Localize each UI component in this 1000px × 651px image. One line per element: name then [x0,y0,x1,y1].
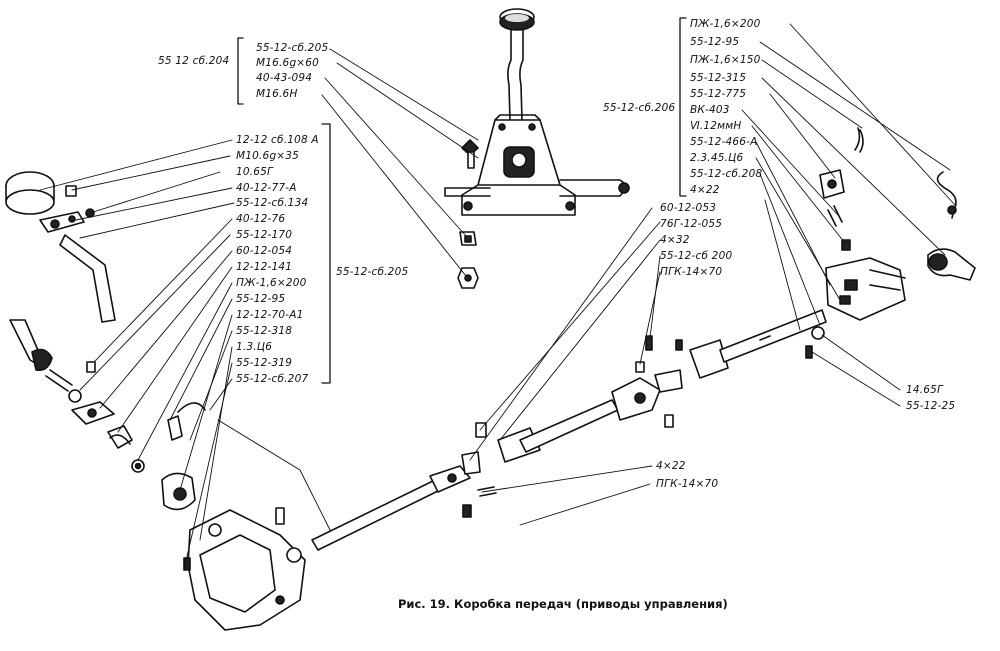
figure-caption: Рис. 19. Коробка передач (приводы управл… [398,597,728,611]
part-label: 55-12-сб.205 [256,42,329,54]
part-label: 12-12 сб.108 А [236,134,319,146]
part-label: 55-12-775 [690,88,747,100]
part-label: 55-12-сб.208 [690,168,763,180]
part-label: 55-12-25 [906,400,956,412]
part-label: 40-12-77-А [236,182,297,194]
part-label: 40-12-76 [236,213,286,225]
spring-wire [855,128,956,218]
part-label: ПГК-14×70 [656,478,719,490]
part-label: 55-12-сб 200 [660,250,733,262]
main-shaft [312,423,496,550]
part-label: 76Г-12-055 [660,218,723,230]
part-label: 55-12-сб.207 [236,373,309,385]
part-label: М10.6g×35 [236,150,300,162]
group-label-205: 55-12-сб.205 [336,266,409,278]
part-label: 60-12-053 [660,202,717,214]
group-label-206: 55-12-сб.206 [603,102,676,114]
part-label: 12-12-141 [236,261,293,273]
part-label: ПЖ-1,6×200 [690,18,761,30]
left-small-parts [72,362,205,509]
part-label: 55-12-315 [690,72,747,84]
bottom-left-bracket [184,508,305,630]
part-label: 4×32 [660,234,690,246]
leader-lines [40,24,955,565]
part-label: 10.65Г [236,166,274,178]
part-label: ПГК-14×70 [660,266,723,278]
group-label-204: 55 12 сб.204 [158,55,230,67]
part-label: 14.65Г [906,384,944,396]
middle-universal-joint [498,336,682,462]
group-brackets [238,18,686,383]
part-label: 55-12-95 [236,293,286,305]
part-label: 4×22 [656,460,686,472]
shift-lever-housing [445,9,629,215]
part-label: 55-12-319 [236,357,293,369]
part-label: 4×22 [690,184,720,196]
part-label: М16.6Н [256,88,298,100]
part-label: ПЖ-1,6×150 [690,54,761,66]
part-label: 2.3.45.Ц6 [690,152,744,164]
part-label: 1.3.Ц6 [236,341,273,353]
nut-and-washer [458,232,478,288]
part-label: ПЖ-1,6×200 [236,277,307,289]
right-bracket-assembly [820,170,975,320]
part-label: 55-12-95 [690,36,740,48]
part-label: 60-12-054 [236,245,293,257]
part-label: Ⅵ.12ммН [690,120,742,132]
part-label: ВК-403 [690,104,730,116]
part-label: М16.6g×60 [256,57,320,69]
left-lever-rod [10,320,81,402]
part-label: 12-12-70-А1 [236,309,304,321]
part-label: 55-12-466-А [690,136,758,148]
part-label: 40-43-094 [256,72,313,84]
right-shaft [690,310,826,378]
left-knob-assembly [6,172,115,322]
part-label: 55-12-318 [236,325,293,337]
part-label: 55-12-сб.134 [236,197,309,209]
part-label: 55-12-170 [236,229,293,241]
